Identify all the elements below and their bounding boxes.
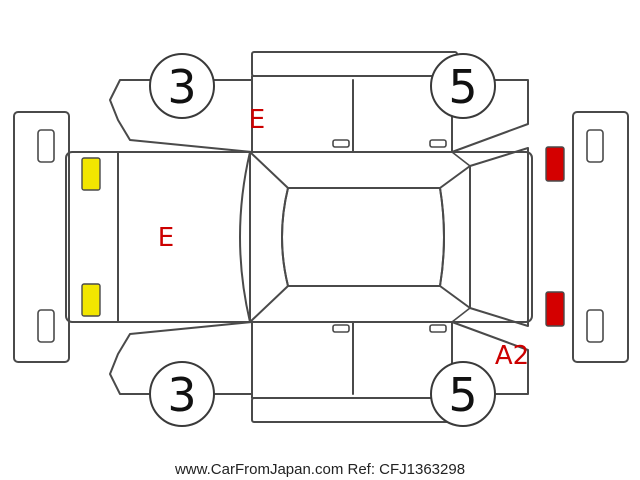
damage-mark-hood: E	[158, 223, 174, 253]
rear-window	[439, 165, 471, 309]
footer-reference: www.CarFromJapan.com Ref: CFJ1363298	[174, 461, 465, 478]
tire-rear-left: 5	[430, 53, 496, 119]
tire-front-left: 3	[149, 53, 215, 119]
tire-front-left-value: 3	[167, 60, 196, 114]
tire-front-right: 3	[149, 361, 215, 427]
damage-mark-rear: A2	[495, 341, 529, 371]
damage-mark-side: E	[249, 105, 265, 135]
front-bumper	[13, 111, 70, 363]
tire-rear-right-value: 5	[448, 368, 477, 422]
tire-rear-right: 5	[430, 361, 496, 427]
bottom-side-strip	[251, 397, 458, 423]
tire-front-right-value: 3	[167, 368, 196, 422]
windshield	[239, 151, 289, 323]
rear-bumper	[572, 111, 629, 363]
right-side-panel	[109, 321, 529, 399]
hood-panel	[117, 151, 251, 323]
roof-panel	[281, 187, 445, 287]
headlight-right	[81, 283, 101, 317]
taillight-left	[545, 146, 565, 182]
tire-rear-left-value: 5	[448, 60, 477, 114]
top-side-strip	[251, 51, 458, 77]
tailgate-panel	[469, 147, 529, 327]
taillight-right	[545, 291, 565, 327]
headlight-left	[81, 157, 101, 191]
car-body-top-view	[65, 147, 533, 327]
